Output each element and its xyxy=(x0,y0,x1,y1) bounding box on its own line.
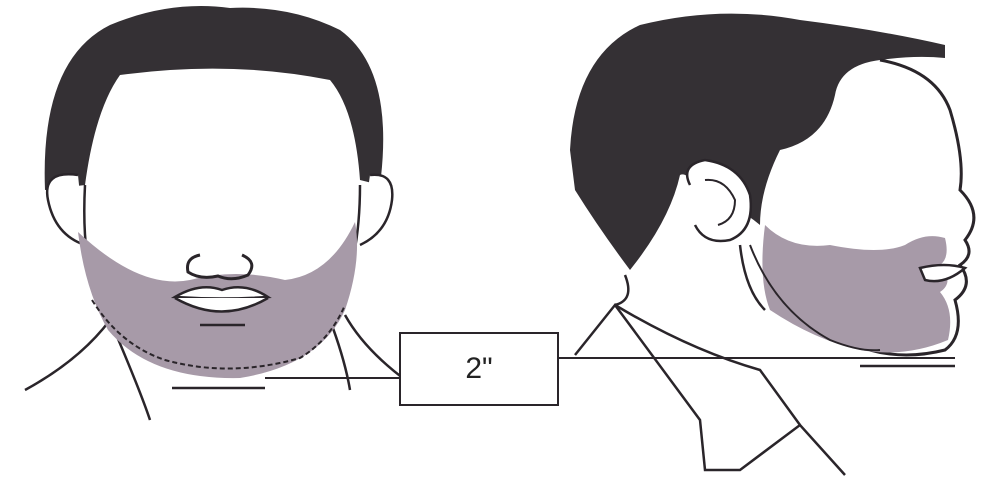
front-shoulder-left xyxy=(25,320,110,390)
profile-collar xyxy=(575,305,845,475)
front-hair xyxy=(45,6,384,190)
profile-beard xyxy=(762,225,950,352)
profile-neckline xyxy=(740,245,765,310)
front-ear-right xyxy=(360,175,392,245)
measure-label: 2" xyxy=(465,352,492,385)
front-view-figure xyxy=(25,6,435,420)
profile-mouth xyxy=(920,265,965,281)
profile-view-figure xyxy=(570,14,974,475)
front-neck-right xyxy=(330,320,350,390)
profile-collar-inner xyxy=(615,305,800,425)
profile-hair xyxy=(570,14,945,270)
profile-neck-back xyxy=(615,275,628,305)
